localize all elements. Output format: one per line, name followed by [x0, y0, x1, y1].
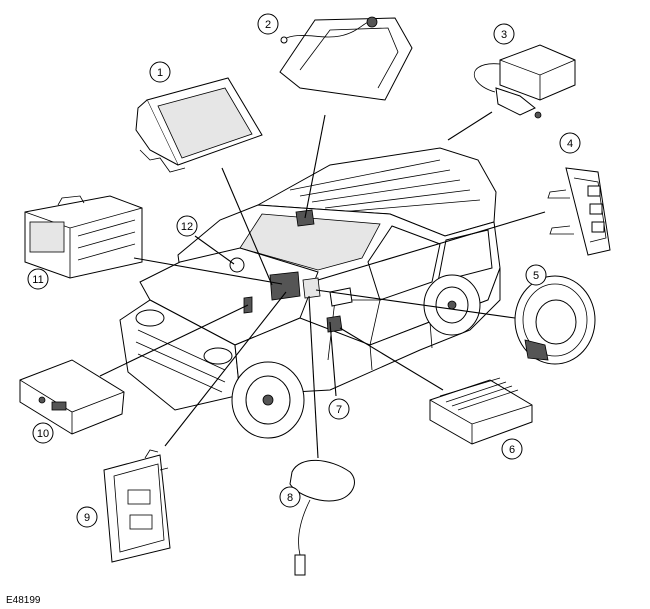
- svg-text:1: 1: [157, 67, 163, 79]
- callout-12: 12: [176, 215, 198, 237]
- vehicle-illustration: [119, 147, 501, 439]
- callout-9: 9: [76, 506, 98, 528]
- svg-text:10: 10: [37, 428, 49, 440]
- interface-module-component: [19, 359, 125, 435]
- svg-text:6: 6: [509, 444, 515, 456]
- antenna-component: [289, 459, 355, 576]
- display-unit-component: [135, 77, 263, 173]
- svg-text:8: 8: [287, 492, 293, 504]
- callout-11: 11: [27, 268, 49, 290]
- svg-text:5: 5: [533, 270, 539, 282]
- callout-3: 3: [493, 23, 515, 45]
- control-module-component: [474, 44, 576, 119]
- callout-6: 6: [501, 438, 523, 460]
- svg-text:11: 11: [32, 274, 43, 286]
- clockspring-component: [514, 275, 596, 365]
- svg-text:4: 4: [567, 138, 573, 150]
- roof-console-component: [279, 16, 413, 101]
- switch-pack-component: [547, 167, 611, 256]
- control-unit-component: [103, 449, 171, 563]
- navigation-module-component: [429, 377, 533, 445]
- callout-8: 8: [279, 486, 301, 508]
- svg-text:2: 2: [265, 19, 271, 31]
- leader-lines: [99, 111, 546, 459]
- callout-5: 5: [525, 264, 547, 286]
- callout-4: 4: [559, 132, 581, 154]
- svg-text:7: 7: [336, 404, 342, 416]
- callout-7: 7: [328, 398, 350, 420]
- svg-text:9: 9: [84, 512, 90, 524]
- audio-unit-component: [24, 195, 143, 279]
- callout-1: 1: [149, 61, 171, 83]
- figure-id-label: E48199: [6, 595, 41, 606]
- callout-2: 2: [257, 13, 279, 35]
- svg-text:12: 12: [181, 221, 193, 233]
- callout-10: 10: [32, 422, 54, 444]
- svg-text:3: 3: [501, 29, 507, 41]
